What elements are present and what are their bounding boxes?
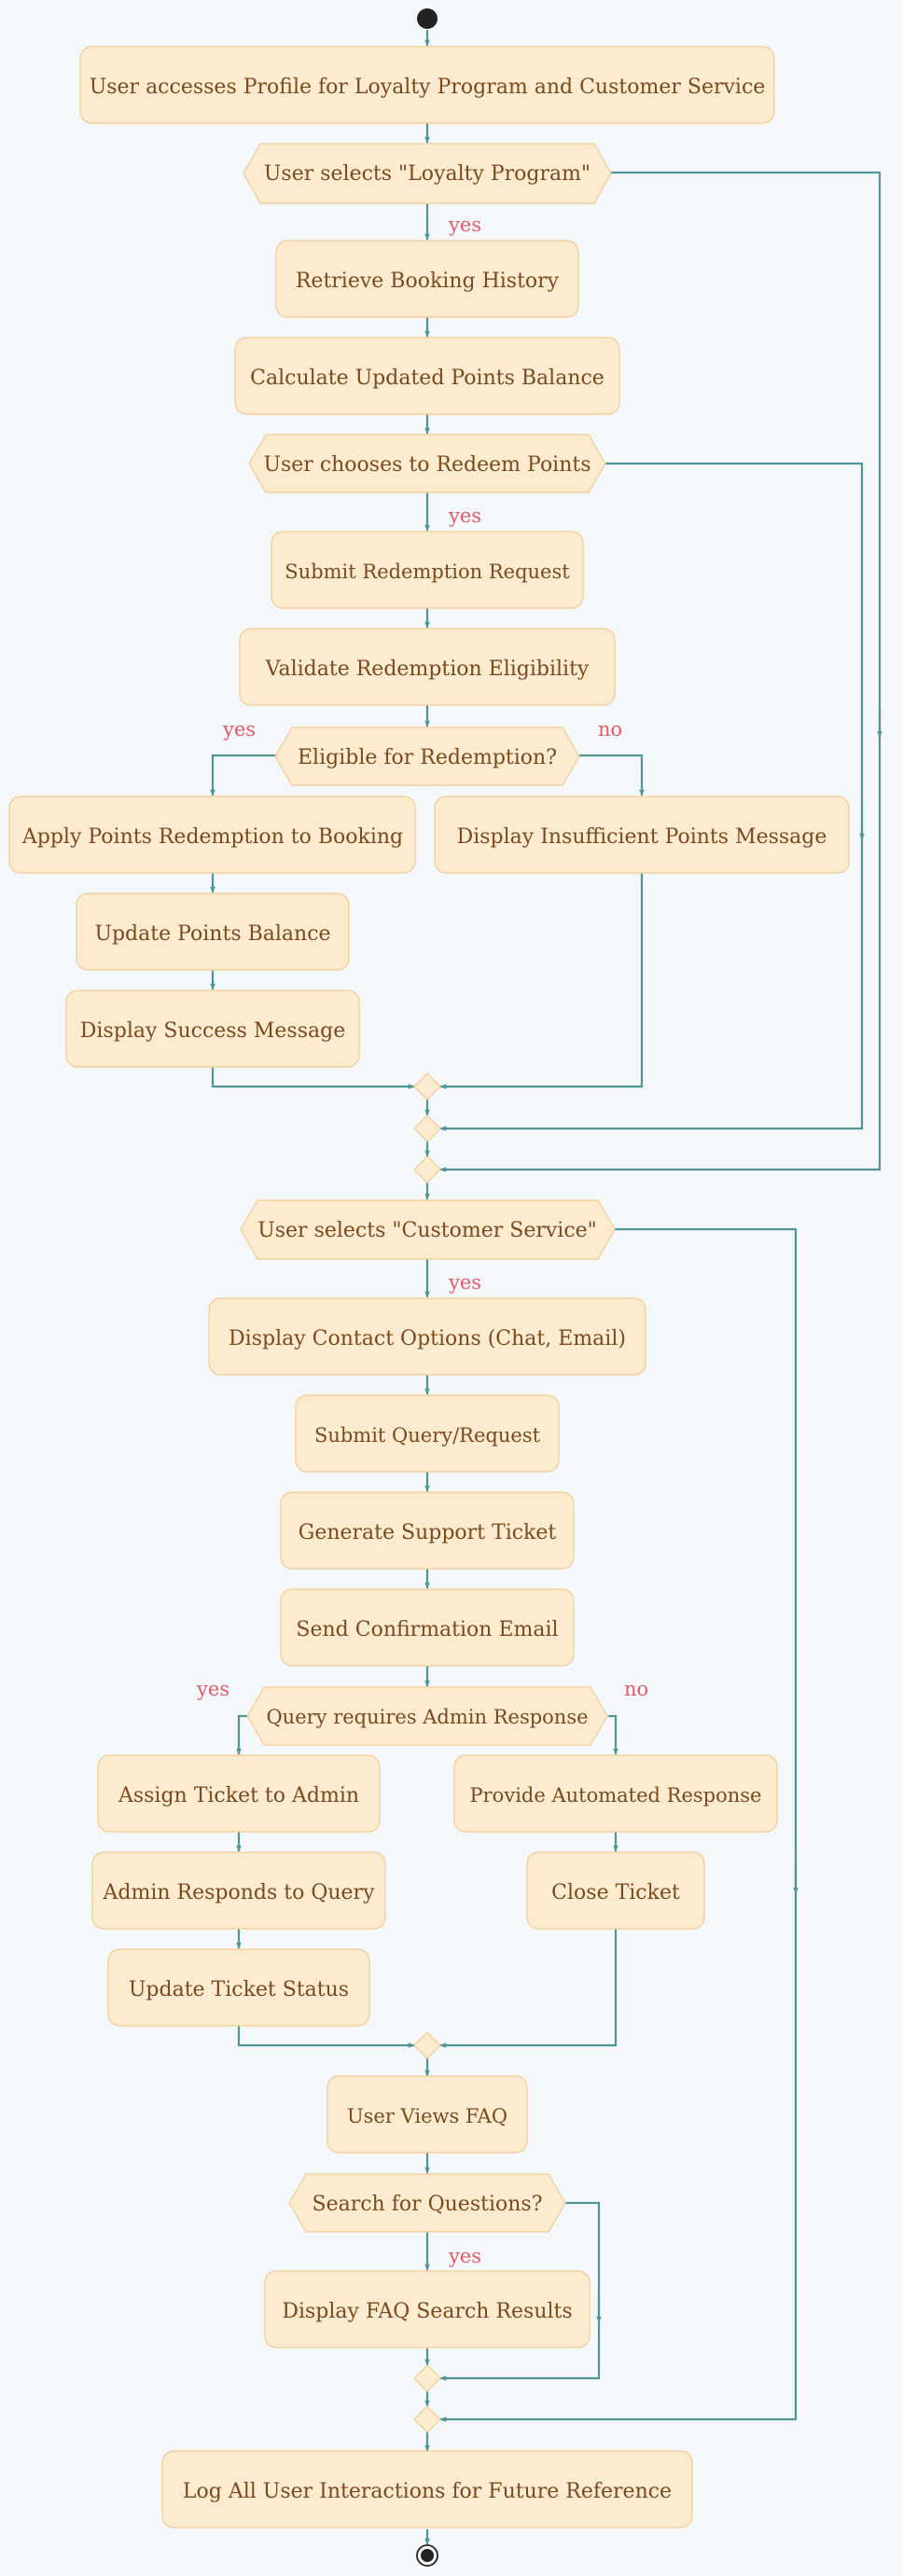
edge-search-no-skip (439, 2201, 601, 2381)
edge-cs-no-skip (439, 1227, 798, 2422)
edge-eligible-yes (210, 754, 276, 796)
merge-diamond-6 (413, 2405, 441, 2433)
node-assign-admin-label: Assign Ticket to Admin (118, 1784, 359, 1807)
end-node (416, 2544, 438, 2567)
node-assign-admin: Assign Ticket to Admin (97, 1754, 381, 1833)
label-cs-yes: yes (448, 1271, 481, 1294)
decision-choose-redeem: User chooses to Redeem Points (248, 434, 606, 493)
edge-close-to-merge4 (439, 1929, 618, 2048)
merge-diamond-2 (413, 1115, 441, 1143)
edge-redeem-no-skip (439, 462, 864, 1131)
node-log-interactions: Log All User Interactions for Future Ref… (161, 2450, 693, 2528)
merge-diamond-4 (413, 2031, 441, 2059)
label-loyalty-yes: yes (448, 214, 481, 236)
edge-admin-no (608, 1714, 618, 1755)
decision-choose-redeem-label: User chooses to Redeem Points (263, 453, 590, 477)
node-close-ticket: Close Ticket (526, 1851, 705, 1930)
node-retrieve-history-label: Retrieve Booking History (296, 270, 560, 293)
merge-nodes (413, 1073, 441, 2433)
node-gen-ticket: Generate Support Ticket (280, 1491, 575, 1570)
node-update-status-label: Update Ticket Status (129, 1978, 349, 2001)
label-search-yes: yes (448, 2245, 481, 2267)
edge-success-to-merge1 (211, 1067, 415, 1089)
node-auto-response-label: Provide Automated Response (470, 1784, 762, 1807)
node-gen-ticket-label: Generate Support Ticket (299, 1521, 557, 1544)
start-node (417, 8, 438, 29)
edge-loyalty-no-skip (439, 171, 882, 1172)
edge-labels: yes yes yes no yes yes no yes (196, 214, 648, 2267)
node-submit-query-label: Submit Query/Request (314, 1424, 541, 1447)
node-validate-eligibility-label: Validate Redemption Eligibility (265, 658, 590, 681)
node-admin-responds-label: Admin Responds to Query (102, 1881, 375, 1904)
decision-eligible-label: Eligible for Redemption? (298, 746, 557, 769)
node-close-ticket-label: Close Ticket (551, 1881, 680, 1904)
node-update-balance: Update Points Balance (76, 893, 350, 971)
decision-eligible: Eligible for Redemption? (274, 727, 580, 786)
node-update-balance-label: Update Points Balance (94, 922, 330, 946)
node-calc-points-label: Calculate Updated Points Balance (250, 367, 604, 390)
decision-admin-label: Query requires Admin Response (266, 1706, 588, 1728)
node-validate-eligibility: Validate Redemption Eligibility (239, 628, 616, 706)
node-success-msg-label: Display Success Message (80, 1019, 345, 1043)
edge-insufficient-to-merge1 (439, 873, 644, 1089)
node-faq-results: Display FAQ Search Results (264, 2270, 590, 2348)
node-view-faq: User Views FAQ (326, 2075, 528, 2154)
node-auto-response: Provide Automated Response (453, 1754, 778, 1833)
node-calc-points: Calculate Updated Points Balance (234, 337, 620, 415)
node-admin-responds: Admin Responds to Query (91, 1851, 386, 1930)
node-retrieve-history: Retrieve Booking History (275, 240, 579, 318)
node-faq-results-label: Display FAQ Search Results (282, 2300, 572, 2323)
node-view-faq-label: User Views FAQ (347, 2105, 507, 2127)
label-eligible-yes: yes (222, 718, 256, 741)
edge-admin-yes (236, 1714, 247, 1755)
node-success-msg: Display Success Message (65, 990, 360, 1068)
node-apply-redemption-label: Apply Points Redemption to Booking (21, 825, 403, 849)
node-apply-redemption: Apply Points Redemption to Booking (8, 796, 416, 874)
node-contact-options: Display Contact Options (Chat, Email) (208, 1297, 646, 1376)
decision-select-cs: User selects "Customer Service" (240, 1199, 616, 1260)
decision-select-cs-label: User selects "Customer Service" (257, 1219, 597, 1242)
node-submit-redemption: Submit Redemption Request (271, 531, 584, 609)
node-access-profile: User accesses Profile for Loyalty Progra… (79, 46, 775, 124)
merge-diamond-3 (413, 1156, 441, 1184)
label-admin-no: no (624, 1678, 648, 1700)
label-admin-yes: yes (196, 1678, 229, 1700)
decision-search: Search for Questions? (288, 2173, 566, 2233)
node-log-interactions-label: Log All User Interactions for Future Ref… (183, 2480, 672, 2503)
merge-diamond-1 (413, 1073, 441, 1101)
node-update-status: Update Ticket Status (107, 1948, 370, 2027)
decision-admin: Query requires Admin Response (246, 1686, 608, 1746)
node-access-profile-label: User accesses Profile for Loyalty Progra… (90, 76, 766, 99)
edge-eligible-no (579, 754, 645, 796)
node-send-email-label: Send Confirmation Email (296, 1618, 558, 1641)
decision-search-label: Search for Questions? (313, 2193, 543, 2216)
label-eligible-no: no (598, 718, 622, 741)
node-insufficient-msg-label: Display Insufficient Points Message (457, 825, 827, 849)
edges (210, 30, 882, 2545)
decision-select-loyalty: User selects "Loyalty Program" (243, 143, 612, 204)
node-submit-query: Submit Query/Request (295, 1394, 560, 1473)
node-submit-redemption-label: Submit Redemption Request (285, 561, 570, 583)
node-insufficient-msg: Display Insufficient Points Message (434, 796, 850, 874)
edge-status-to-merge4 (237, 2026, 415, 2048)
node-send-email: Send Confirmation Email (280, 1588, 575, 1667)
label-redeem-yes: yes (448, 505, 481, 527)
node-contact-options-label: Display Contact Options (Chat, Email) (229, 1327, 626, 1350)
decision-select-loyalty-label: User selects "Loyalty Program" (264, 162, 590, 186)
merge-diamond-5 (413, 2364, 441, 2392)
